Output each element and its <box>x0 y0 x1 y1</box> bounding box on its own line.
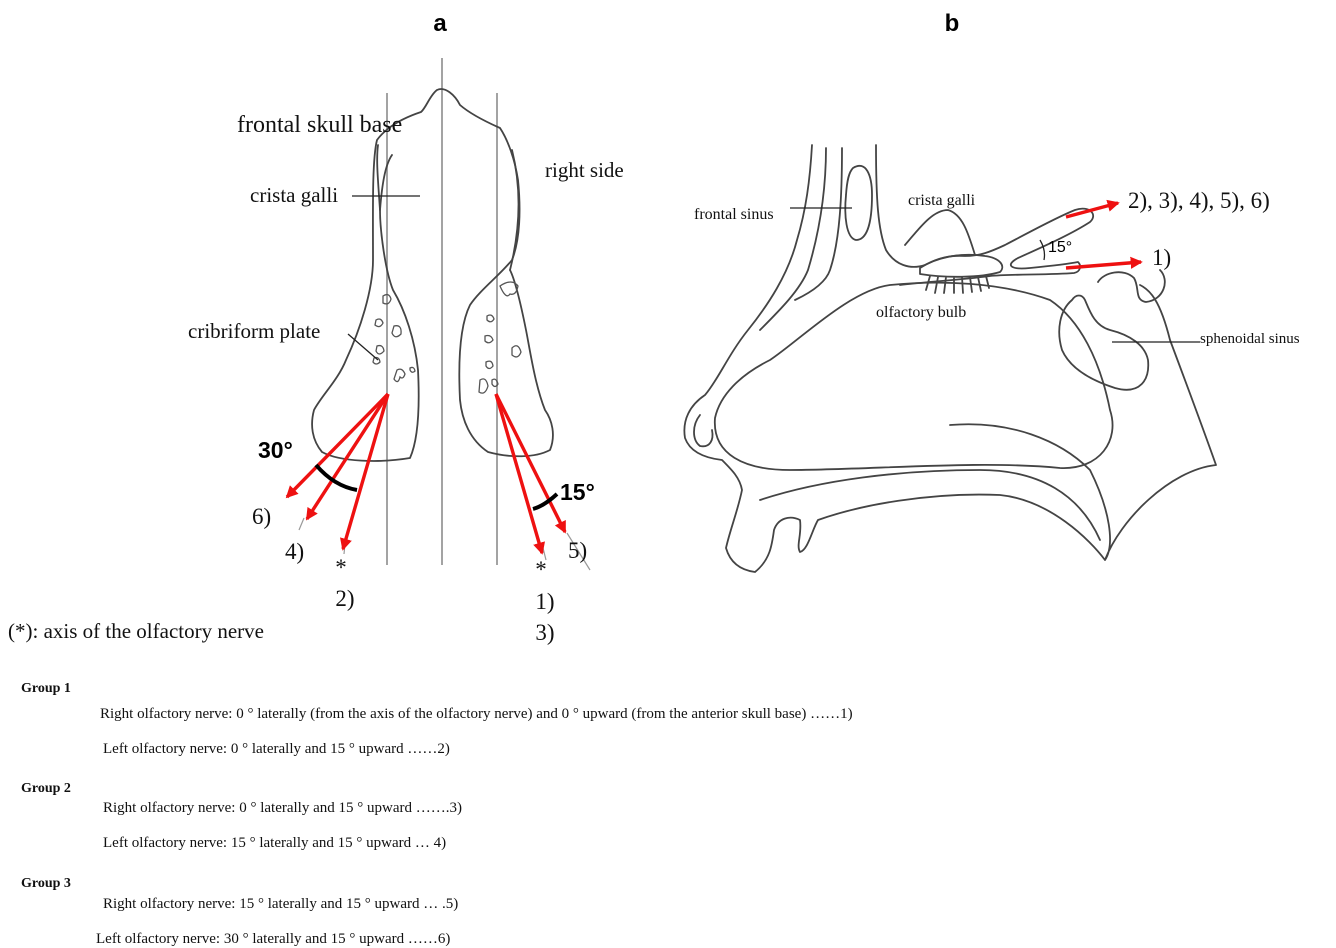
group-1-title: Group 1 <box>21 681 71 696</box>
cribriform-pores-left <box>373 295 415 382</box>
upper-targets-label: 2), 3), 4), 5), 6) <box>1128 188 1270 213</box>
right-side-label: right side <box>545 158 624 182</box>
groups-legend: Group 1 Right olfactory nerve: 0 ° later… <box>21 681 853 947</box>
arrow-4 <box>307 394 388 519</box>
group-3-line-2: Left olfactory nerve: 30 ° laterally and… <box>96 931 450 947</box>
skull-base-line <box>876 145 1093 285</box>
group-1-line-2: Left olfactory nerve: 0 ° laterally and … <box>103 741 450 757</box>
frontal-skull-base-label: frontal skull base <box>237 112 402 138</box>
angle-arc-30 <box>316 465 357 490</box>
crista-galli-b-label: crista galli <box>908 192 976 209</box>
crista-galli-label: crista galli <box>250 183 338 207</box>
nose-tip <box>694 415 713 446</box>
group-1-line-1: Right olfactory nerve: 0 ° laterally (fr… <box>100 706 853 722</box>
panel-b-label: b <box>945 10 960 37</box>
crista-galli-shape <box>905 210 975 255</box>
angle-arc-b <box>1040 240 1045 260</box>
group-3-line-1: Right olfactory nerve: 15 ° laterally an… <box>103 896 458 912</box>
sella <box>1098 270 1165 302</box>
angle-label-b: 15° <box>1048 239 1072 256</box>
group-2-line-1: Right olfactory nerve: 0 ° laterally and… <box>103 800 462 816</box>
olfactory-bulb <box>920 255 1002 293</box>
olfactory-bulb-label: olfactory bulb <box>876 304 966 321</box>
angle-label-15: 15° <box>560 479 595 505</box>
skull-base-outline <box>312 89 553 461</box>
label-2: 2) <box>335 586 354 611</box>
label-4: 4) <box>285 539 304 564</box>
star-left: * <box>335 555 347 580</box>
label-5: 5) <box>568 538 587 563</box>
sphenoidal-sinus-label: sphenoidal sinus <box>1200 331 1300 347</box>
palate <box>760 470 1100 540</box>
cribriform-pores-right <box>479 282 521 393</box>
group-3-title: Group 3 <box>21 876 71 891</box>
label-3: 3) <box>535 620 554 645</box>
cribriform-plate-label: cribriform plate <box>188 319 320 343</box>
group-2-line-2: Left olfactory nerve: 15 ° laterally and… <box>103 835 446 851</box>
panel-a-label: a <box>433 10 447 37</box>
angle-label-30: 30° <box>258 437 293 463</box>
tail-4 <box>299 518 304 530</box>
group-2-title: Group 2 <box>21 781 71 796</box>
frontal-bone <box>760 148 842 330</box>
label-6: 6) <box>252 504 271 529</box>
frontal-sinus-label: frontal sinus <box>694 206 774 223</box>
star-right: * <box>535 557 547 582</box>
lower-target-label: 1) <box>1152 245 1171 270</box>
frontal-sinus <box>845 166 872 240</box>
label-1: 1) <box>535 589 554 614</box>
panel-b: b frontal sinus crista galli olfactory b… <box>684 10 1299 572</box>
axis-note: (*): axis of the olfactory nerve <box>8 619 264 643</box>
panel-a: a frontal skull base <box>8 10 624 645</box>
